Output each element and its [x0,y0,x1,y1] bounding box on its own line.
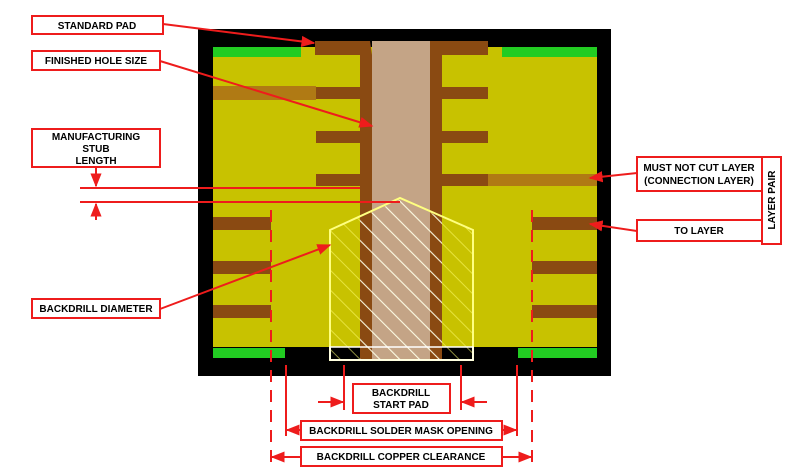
lower-layer-left-1 [213,217,271,230]
connection-layer-right [488,174,597,186]
solder-mask-bottom-left [213,348,285,358]
label-backdrill-start-pad: BACKDRILL START PAD [352,383,451,414]
label-must-not-cut-layer: MUST NOT CUT LAYER (CONNECTION LAYER) [636,156,763,192]
label-layer-pair: LAYER PAIR [761,156,782,245]
label-backdrill-diameter: BACKDRILL DIAMETER [31,298,161,319]
svg-text:START PAD: START PAD [373,400,429,411]
solder-mask-top-right [502,47,597,57]
backdrill-hole-hatch [360,200,442,360]
inner-pad-right-1 [442,87,488,99]
inner-pad-right-2 [442,131,488,143]
inner-pad-left-3 [316,174,360,186]
svg-text:FINISHED HOLE SIZE: FINISHED HOLE SIZE [45,56,148,67]
clearance-lines [270,210,533,463]
inner-pad-left-1 [316,87,360,99]
svg-text:STUB: STUB [82,144,109,155]
inner-pad-left-2 [316,131,360,143]
svg-text:LAYER PAIR: LAYER PAIR [767,170,778,230]
svg-text:BACKDRILL: BACKDRILL [372,388,430,399]
solder-mask-bottom-right [518,348,597,358]
svg-text:MUST NOT CUT LAYER: MUST NOT CUT LAYER [643,163,755,174]
label-backdrill-solder-mask-opening: BACKDRILL SOLDER MASK OPENING [300,420,503,441]
lower-layer-right-2 [532,261,597,274]
label-backdrill-copper-clearance: BACKDRILL COPPER CLEARANCE [300,446,503,467]
lower-layer-left-3 [213,305,271,318]
lower-layer-right-3 [532,305,597,318]
svg-text:LENGTH: LENGTH [75,156,116,167]
backdrill-bottom-edge [329,346,474,361]
pcb-cross-section [198,29,611,376]
svg-text:(CONNECTION LAYER): (CONNECTION LAYER) [644,176,754,187]
lower-layer-left-2 [213,261,271,274]
label-manufacturing-stub-length: MANUFACTURING STUB LENGTH [31,128,161,168]
svg-text:BACKDRILL COPPER CLEARANCE: BACKDRILL COPPER CLEARANCE [317,452,486,463]
svg-text:BACKDRILL SOLDER MASK OPENING: BACKDRILL SOLDER MASK OPENING [309,426,493,437]
inner-pad-right-3 [442,174,488,186]
lower-layer-right-1 [532,217,597,230]
callout-arrows [80,23,763,463]
solder-mask-top-left [213,47,301,57]
svg-text:STANDARD PAD: STANDARD PAD [58,21,137,32]
label-standard-pad: STANDARD PAD [31,15,164,35]
svg-text:BACKDRILL DIAMETER: BACKDRILL DIAMETER [39,304,153,315]
svg-text:TO LAYER: TO LAYER [674,226,724,237]
label-to-layer: TO LAYER [636,219,763,242]
label-finished-hole-size: FINISHED HOLE SIZE [31,50,161,71]
svg-text:MANUFACTURING: MANUFACTURING [52,132,141,143]
